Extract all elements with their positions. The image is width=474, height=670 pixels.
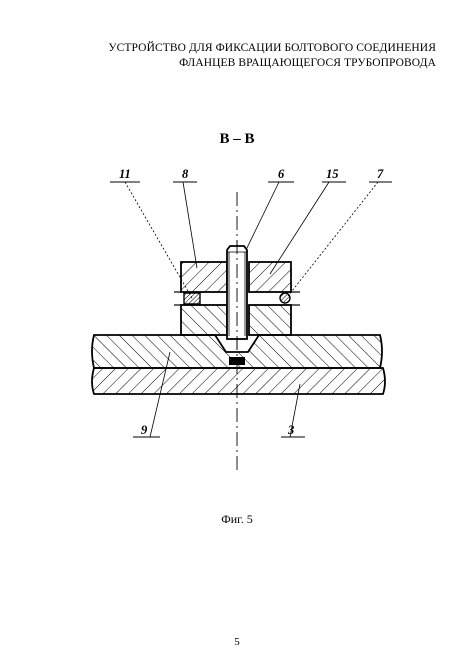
callout-15: 15: [326, 167, 339, 181]
callout-6: 6: [278, 167, 285, 181]
section-label: В – В: [219, 131, 255, 147]
block-right-upper: [248, 261, 292, 293]
block-left-upper: [180, 261, 228, 293]
insert-left: [183, 292, 201, 305]
callout-11: 11: [119, 167, 131, 181]
callout-7: 7: [377, 167, 384, 181]
figure-caption: Фиг. 5: [221, 512, 253, 526]
nut-recess: [229, 357, 245, 365]
ring-right: [279, 292, 291, 304]
flange-lower: [91, 367, 386, 395]
document-header: УСТРОЙСТВО ДЛЯ ФИКСАЦИИ БОЛТОВОГО СОЕДИН…: [36, 41, 436, 71]
page-number: 5: [234, 636, 240, 648]
block-left-lower: [180, 304, 228, 336]
header-line-2: ФЛАНЦЕВ ВРАЩАЮЩЕГОСЯ ТРУБОПРОВОДА: [179, 57, 436, 69]
callout-8: 8: [182, 167, 189, 181]
header-line-1: УСТРОЙСТВО ДЛЯ ФИКСАЦИИ БОЛТОВОГО СОЕДИН…: [108, 42, 436, 54]
callout-3: 3: [288, 423, 295, 437]
block-right-lower: [248, 304, 292, 336]
callout-9: 9: [141, 423, 148, 437]
flange-upper: [91, 334, 383, 369]
